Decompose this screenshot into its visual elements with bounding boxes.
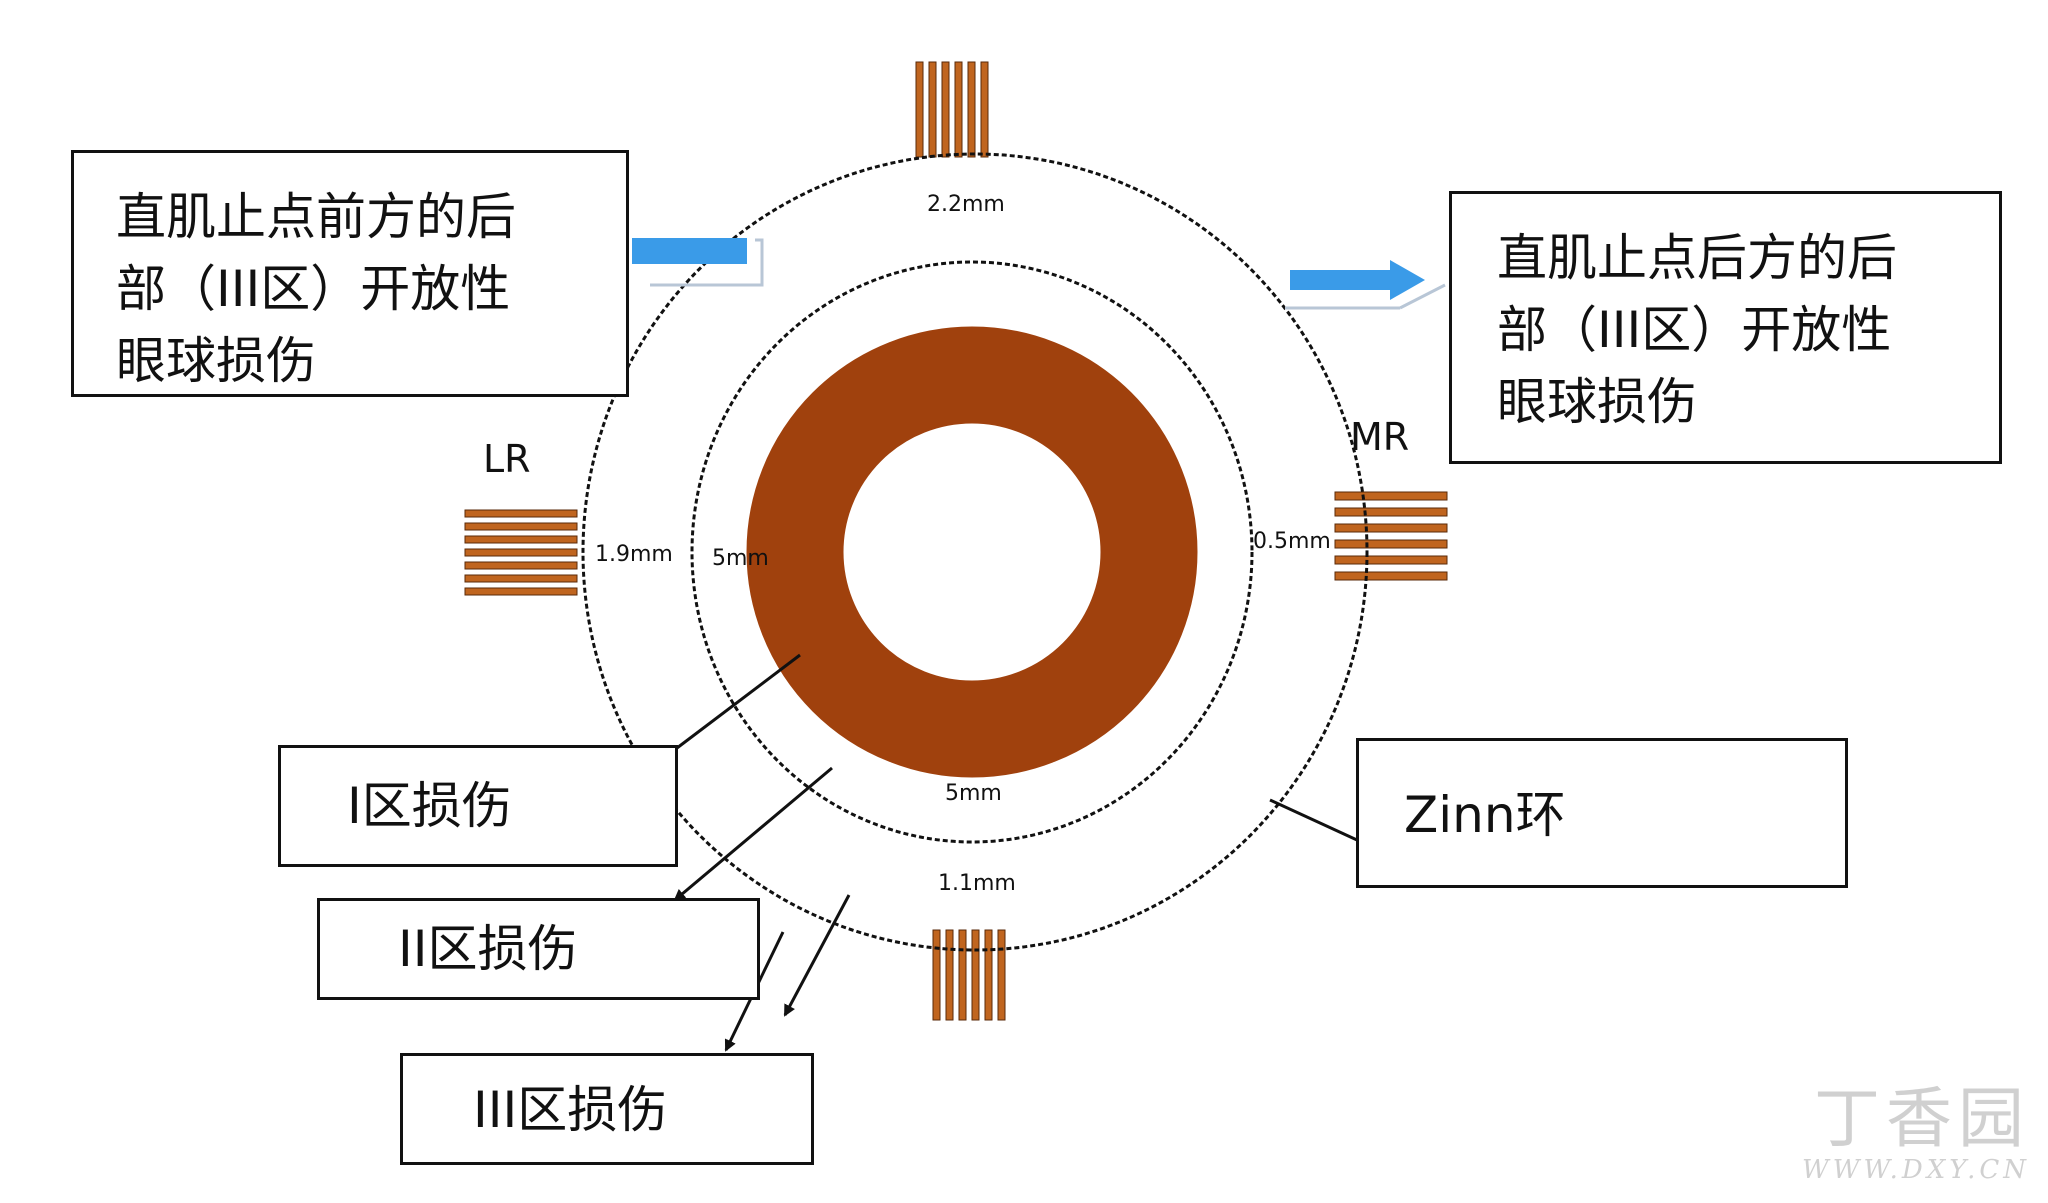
zone-ii-label: II区损伤 xyxy=(398,920,578,978)
watermark: 丁香园 WWW.DXY.CN xyxy=(1802,1080,2030,1186)
zone-i-label: I区损伤 xyxy=(347,777,512,835)
zone-i-box: I区损伤 xyxy=(278,745,678,867)
anterior-zone-iii-box: 直肌止点前方的后 部（III区）开放性 眼球损伤 xyxy=(71,150,629,397)
left-blue-arrow xyxy=(632,238,764,287)
zinn-ring-box: Zinn环 xyxy=(1356,738,1848,888)
distance-label-right: 0.5mm xyxy=(1253,529,1331,554)
zone-iii-label: III区损伤 xyxy=(473,1081,668,1139)
watermark-url: WWW.DXY.CN xyxy=(1802,1155,2030,1185)
superior-rectus-insertion xyxy=(915,61,989,158)
lateral-rectus-insertion xyxy=(464,509,578,596)
anterior-zone-iii-label: 直肌止点前方的后 部（III区）开放性 眼球损伤 xyxy=(116,188,516,390)
distance-label-top: 2.2mm xyxy=(927,192,1005,217)
zone-iii-pointer-arrow-2 xyxy=(783,894,851,1017)
medial-rectus-insertion xyxy=(1334,491,1448,581)
distance-label-inner-left: 5mm xyxy=(712,546,769,571)
distance-label-inner-bottom: 5mm xyxy=(945,781,1002,806)
distance-label-left: 1.9mm xyxy=(595,542,673,567)
posterior-zone-iii-label: 直肌止点后方的后 部（III区）开放性 眼球损伤 xyxy=(1497,229,1897,431)
distance-label-bottom: 1.1mm xyxy=(938,871,1016,896)
zinn-ring-label: Zinn环 xyxy=(1404,786,1566,844)
zone-i-pointer-line xyxy=(676,653,801,750)
cornea-ring xyxy=(746,326,1198,778)
zinn-pointer-line xyxy=(1269,798,1358,842)
zone-ii-pointer-arrow xyxy=(673,766,833,902)
inferior-rectus-insertion xyxy=(932,929,1006,1021)
zone-ii-boundary-circle xyxy=(690,260,1254,844)
outer-boundary-circle xyxy=(581,152,1369,952)
zone-iii-box: III区损伤 xyxy=(400,1053,814,1165)
watermark-logo-text: 丁香园 xyxy=(1814,1080,2030,1157)
right-blue-arrow xyxy=(1285,260,1446,310)
zone-ii-box: II区损伤 xyxy=(317,898,760,1000)
muscle-label-lr: LR xyxy=(483,437,531,481)
posterior-zone-iii-box: 直肌止点后方的后 部（III区）开放性 眼球损伤 xyxy=(1449,191,2002,464)
muscle-label-mr: MR xyxy=(1350,415,1409,459)
